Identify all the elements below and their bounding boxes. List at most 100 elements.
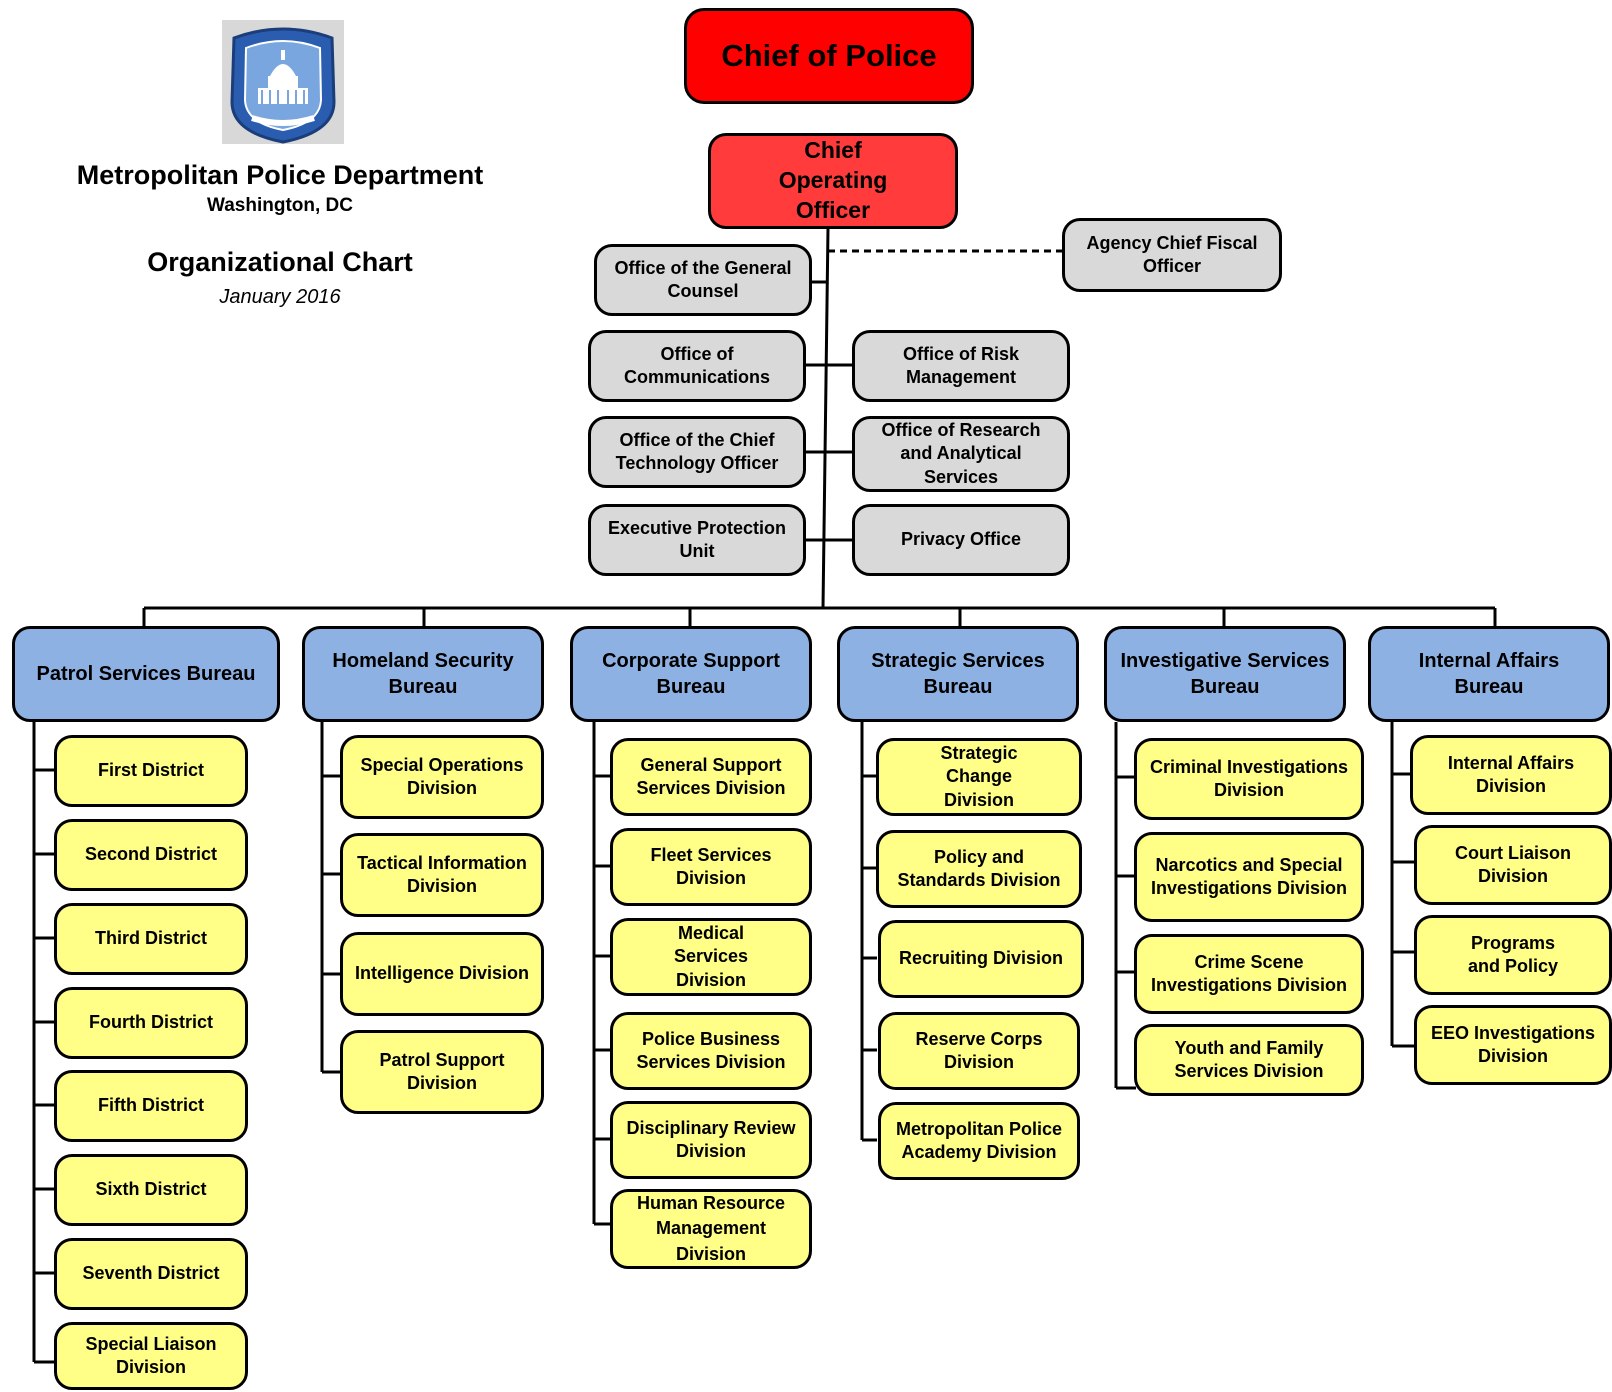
division-box: Youth and Family Services Division xyxy=(1134,1024,1364,1096)
office-label: Office of Risk Management xyxy=(902,343,1020,387)
executive-protection-unit-box: Executive Protection Unit xyxy=(588,504,806,576)
office-label: Executive Protection Unit xyxy=(607,517,787,561)
division-box: Police Business Services Division xyxy=(610,1012,812,1090)
division-label: Metropolitan Police Academy Division xyxy=(895,1118,1063,1162)
department-seal xyxy=(222,20,344,144)
office-risk-management-box: Office of Risk Management xyxy=(852,330,1070,402)
agency-chief-fiscal-officer-box: Agency Chief Fiscal Officer xyxy=(1062,218,1282,292)
office-label: Office of the General Counsel xyxy=(614,257,792,301)
division-box: Narcotics and Special Investigations Div… xyxy=(1134,832,1364,922)
office-general-counsel-box: Office of the General Counsel xyxy=(594,244,812,316)
division-label: Fleet Services Division xyxy=(650,844,772,888)
division-label: Fifth District xyxy=(98,1095,204,1116)
investigative-services-bureau-box: Investigative Services Bureau xyxy=(1104,626,1346,722)
division-box: General Support Services Division xyxy=(610,738,812,816)
chart-date: January 2016 xyxy=(219,286,341,308)
division-label: Intelligence Division xyxy=(354,963,530,984)
division-label: Police Business Services Division xyxy=(636,1028,786,1072)
division-box: Special Operations Division xyxy=(340,735,544,819)
division-box: Fleet Services Division xyxy=(610,828,812,906)
division-box: Medical Services Division xyxy=(610,918,812,996)
division-label: Second District xyxy=(84,844,218,865)
division-box: Crime Scene Investigations Division xyxy=(1134,934,1364,1014)
division-label: Special Liaison Division xyxy=(85,1333,217,1377)
division-label: Patrol Support Division xyxy=(379,1049,505,1093)
division-box: Court Liaison Division xyxy=(1414,825,1612,905)
bureau-label: Strategic Services Bureau xyxy=(871,650,1045,698)
division-box: Seventh District xyxy=(54,1238,248,1310)
division-box: Metropolitan Police Academy Division xyxy=(878,1102,1080,1180)
division-box: Criminal Investigations Division xyxy=(1134,738,1364,820)
office-label: Office of the Chief Technology Officer xyxy=(615,429,779,473)
fiscal-officer-label: Agency Chief Fiscal Officer xyxy=(1086,232,1258,276)
division-label: Reserve Corps Division xyxy=(915,1028,1043,1072)
homeland-security-bureau-box: Homeland Security Bureau xyxy=(302,626,544,722)
division-label: Court Liaison Division xyxy=(1455,842,1571,886)
division-label: Sixth District xyxy=(95,1179,207,1200)
strategic-services-bureau-box: Strategic Services Bureau xyxy=(837,626,1079,722)
division-label: Crime Scene Investigations Division xyxy=(1150,951,1348,995)
chart-header: Metropolitan Police Department Washingto… xyxy=(40,160,520,309)
division-label: EEO Investigations Division xyxy=(1430,1022,1596,1066)
coo-label: Chief Operating Officer xyxy=(778,137,888,223)
division-label: Third District xyxy=(94,928,207,949)
division-box: Sixth District xyxy=(54,1154,248,1226)
division-box: Programs and Policy xyxy=(1414,915,1612,995)
office-label: Privacy Office xyxy=(900,529,1022,550)
department-city: Washington, DC xyxy=(207,195,353,216)
division-box: Tactical Information Division xyxy=(340,833,544,917)
division-label: First District xyxy=(97,760,205,781)
division-label: Seventh District xyxy=(82,1263,220,1284)
division-label: Tactical Information Division xyxy=(357,852,527,896)
division-label: Recruiting Division xyxy=(898,948,1064,969)
chart-title: Organizational Chart xyxy=(147,247,413,277)
division-label: Policy and Standards Division xyxy=(897,846,1061,890)
office-communications-box: Office of Communications xyxy=(588,330,806,402)
division-label: Programs and Policy xyxy=(1467,932,1559,976)
division-label: Medical Services Division xyxy=(673,922,749,990)
division-box: Second District xyxy=(54,819,248,891)
division-box: Recruiting Division xyxy=(878,920,1084,998)
division-label: Youth and Family Services Division xyxy=(1174,1037,1324,1081)
chief-of-police-box: Chief of Police xyxy=(684,8,974,104)
division-label: Human Resource Management Division xyxy=(636,1193,786,1264)
division-box: Patrol Support Division xyxy=(340,1030,544,1114)
division-box: Third District xyxy=(54,903,248,975)
division-label: General Support Services Division xyxy=(636,754,786,798)
police-badge-icon xyxy=(230,27,336,144)
bureau-label: Corporate Support Bureau xyxy=(602,650,780,698)
office-label: Office of Research and Analytical Servic… xyxy=(881,419,1041,487)
bureau-label: Internal Affairs Bureau xyxy=(1418,650,1560,698)
division-box: Reserve Corps Division xyxy=(878,1012,1080,1090)
division-box: Fifth District xyxy=(54,1070,248,1142)
bureau-label: Patrol Services Bureau xyxy=(36,663,256,685)
internal-affairs-bureau-box: Internal Affairs Bureau xyxy=(1368,626,1610,722)
division-label: Special Operations Division xyxy=(360,754,524,798)
bureau-label: Investigative Services Bureau xyxy=(1120,650,1330,698)
division-label: Disciplinary Review Division xyxy=(626,1117,796,1161)
office-label: Office of Communications xyxy=(623,343,770,387)
division-label: Criminal Investigations Division xyxy=(1149,756,1349,800)
division-label: Internal Affairs Division xyxy=(1447,752,1575,796)
chief-operating-officer-box: Chief Operating Officer xyxy=(708,133,958,229)
division-box: Fourth District xyxy=(54,987,248,1059)
division-label: Narcotics and Special Investigations Div… xyxy=(1150,854,1348,898)
bureau-label: Homeland Security Bureau xyxy=(332,650,514,698)
division-box: Internal Affairs Division xyxy=(1410,735,1612,815)
office-chief-technology-box: Office of the Chief Technology Officer xyxy=(588,416,806,488)
division-box: First District xyxy=(54,735,248,807)
division-box: Human Resource Management Division xyxy=(610,1189,812,1269)
chief-label: Chief of Police xyxy=(721,37,937,73)
patrol-services-bureau-box: Patrol Services Bureau xyxy=(12,626,280,722)
privacy-office-box: Privacy Office xyxy=(852,504,1070,576)
division-box: Special Liaison Division xyxy=(54,1322,248,1390)
division-box: Disciplinary Review Division xyxy=(610,1101,812,1179)
division-label: Fourth District xyxy=(89,1012,213,1033)
corporate-support-bureau-box: Corporate Support Bureau xyxy=(570,626,812,722)
department-name: Metropolitan Police Department xyxy=(76,160,484,190)
office-research-analytical-box: Office of Research and Analytical Servic… xyxy=(852,416,1070,492)
division-box: EEO Investigations Division xyxy=(1414,1005,1612,1085)
division-box: Intelligence Division xyxy=(340,932,544,1016)
division-box: Policy and Standards Division xyxy=(876,830,1082,908)
